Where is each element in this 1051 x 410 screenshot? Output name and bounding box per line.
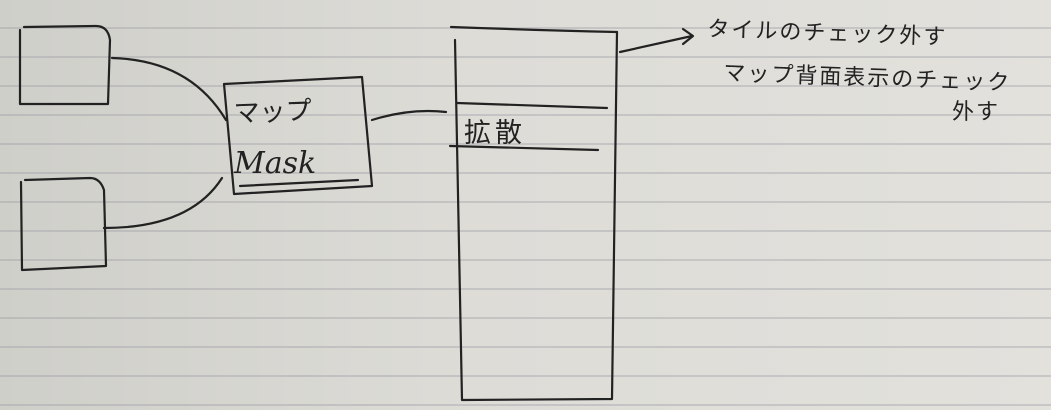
connector-mid: [370, 109, 448, 122]
panel-outline: [453, 30, 619, 402]
mask-box-label-map: マップ: [233, 96, 313, 129]
mask-box-underline: [238, 178, 360, 188]
connector-bottom: [102, 176, 224, 230]
arrow-head: [681, 27, 695, 46]
panel-divider-top: [455, 101, 609, 110]
arrow-line: [618, 34, 694, 54]
panel-item-diffuse: 拡散: [464, 118, 526, 149]
panel-divider-bottom: [448, 144, 600, 152]
mask-box-label-mask: Mask: [234, 146, 317, 181]
input-box-top: [18, 24, 112, 106]
mask-box-outline: [222, 75, 374, 196]
note-line-3: 外す: [952, 100, 1001, 125]
connector-top: [110, 56, 228, 122]
input-box-bottom: [19, 176, 108, 272]
panel-top-edge: [449, 25, 619, 34]
